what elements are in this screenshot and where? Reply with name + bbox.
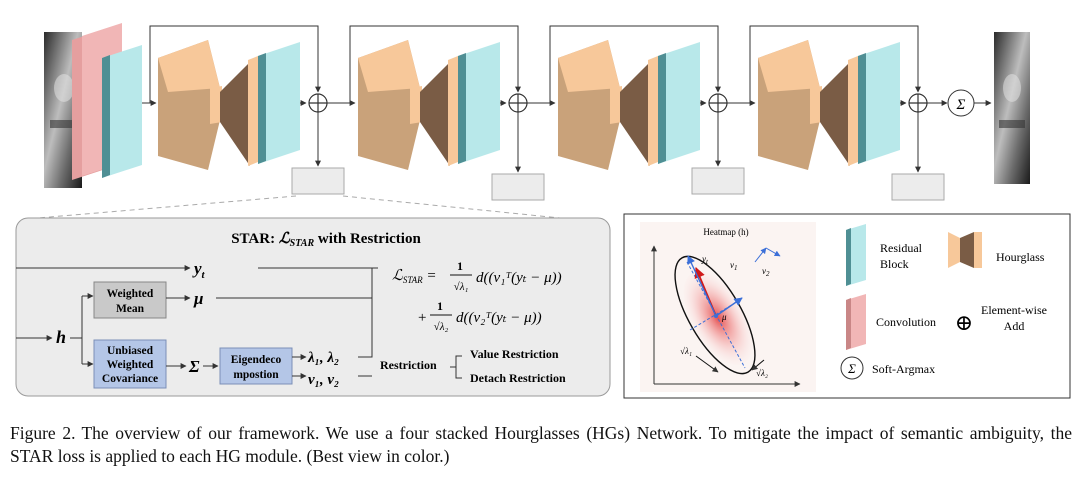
hourglass-top-face (158, 40, 220, 92)
svg-text:√λ₂: √λ₂ (434, 321, 449, 333)
sigma-label: Σ (188, 357, 200, 376)
hourglass-top-face (558, 40, 620, 92)
star-loss-box-1 (291, 167, 345, 195)
svg-text:Residual: Residual (880, 241, 923, 255)
hourglass-decoder (220, 62, 250, 166)
svg-text:⊕: ⊕ (955, 310, 973, 335)
zoom-connector-left (37, 195, 297, 219)
heatmap-lambda2-label: √λ₂ (756, 368, 768, 378)
yt-label: yt (192, 259, 206, 281)
heatmap-v2-label: v2 (762, 266, 770, 278)
hourglass-decoder-face (248, 56, 258, 166)
residual-block (858, 42, 900, 164)
value-restriction-label: Value Restriction (470, 347, 559, 361)
legend-residual-block: Residual Block (846, 224, 923, 286)
hourglass-decoder (420, 62, 450, 166)
svg-text:√λ₁: √λ₁ (454, 281, 469, 293)
hourglass-bottleneck (610, 86, 622, 124)
hourglass-stage-3 (549, 25, 756, 195)
svg-text:+: + (418, 310, 426, 326)
detach-restriction-label: Detach Restriction (470, 371, 566, 385)
star-loss-equation: ℒSTAR = 1 √λ₁ d((v₁ᵀ(yₜ − μ)) + 1 √λ₂ d(… (392, 259, 562, 333)
svg-text:Element-wise: Element-wise (981, 303, 1047, 317)
heatmap-lambda1-label: √λ₁ (680, 346, 692, 356)
unbiased-weighted-covariance-box: Unbiased Weighted Covariance (93, 339, 167, 389)
hourglass-bottleneck (410, 86, 422, 124)
weighted-mean-box: Weighted Mean (93, 281, 167, 319)
hourglass-bottleneck (810, 86, 822, 124)
svg-text:Unbiased: Unbiased (107, 345, 154, 357)
skip-connection (549, 25, 721, 103)
figure-caption-text: The overview of our framework. We use a … (10, 423, 1072, 466)
svg-text:Covariance: Covariance (102, 373, 158, 385)
star-loss-box-4 (891, 173, 945, 201)
eigendecomposition-box: Eigendeco mpostion (219, 347, 293, 385)
residual-block-side (458, 53, 466, 164)
legend-hourglass: Hourglass (948, 232, 1045, 268)
heatmap-legend-panel: Heatmap (h) yt μ v1 v2 √λ₁ √λ₂ Residual … (623, 213, 1071, 399)
figure-label: Figure 2. (10, 423, 76, 443)
framework-diagram: Σ STAR: ℒSTAR with Restriction h Weighte… (15, 23, 1071, 399)
hourglass-top-face (758, 40, 820, 92)
hourglass-stage-2 (349, 25, 556, 201)
residual-block-side (658, 53, 666, 164)
heatmap-input-label: h (56, 327, 66, 347)
skip-connection (149, 25, 321, 103)
hourglass-stage-4 (749, 25, 945, 201)
hourglass-decoder (620, 62, 650, 166)
soft-argmax-node: Σ (927, 89, 992, 117)
svg-text:Block: Block (880, 257, 909, 271)
svg-text:ℒSTAR =: ℒSTAR = (392, 268, 437, 285)
heatmap-distribution (683, 271, 753, 365)
heatmap-mu-label: μ (721, 312, 727, 322)
skip-connection (349, 25, 521, 103)
residual-block-input (102, 45, 142, 178)
svg-text:Hourglass: Hourglass (996, 250, 1045, 264)
heatmap-title: Heatmap (h) (703, 227, 748, 237)
svg-text:d((v₂ᵀ(yₜ − μ)): d((v₂ᵀ(yₜ − μ)) (456, 310, 542, 326)
residual-block (258, 42, 300, 164)
star-panel-title: STAR: ℒSTAR with Restriction (231, 229, 421, 249)
hourglass-bottleneck (210, 86, 222, 124)
figure-caption: Figure 2.The overview of our framework. … (10, 422, 1072, 468)
lambda-label: λ₁, λ₂ (307, 350, 339, 366)
svg-text:Weighted: Weighted (107, 359, 154, 371)
svg-text:Add: Add (1004, 319, 1025, 333)
residual-block-side (858, 53, 866, 164)
residual-block (458, 42, 500, 164)
svg-text:Weighted: Weighted (107, 288, 154, 300)
star-loss-box-3 (691, 167, 745, 195)
restriction-label: Restriction (380, 358, 437, 372)
star-loss-panel: STAR: ℒSTAR with Restriction h Weighted … (15, 217, 611, 397)
svg-text:Eigendeco: Eigendeco (231, 354, 282, 366)
hourglass-decoder-face (848, 56, 858, 166)
hourglass-stage-1 (149, 25, 356, 195)
svg-text:Σ: Σ (847, 361, 856, 376)
output-face-image (994, 32, 1030, 184)
zoom-connector-right (342, 195, 561, 219)
hourglass-decoder-face (448, 56, 458, 166)
heatmap-yt-label: yt (701, 254, 709, 266)
legend-convolution: Convolution (846, 294, 936, 350)
v-label: v₁, v₂ (308, 372, 339, 388)
skip-connection (749, 25, 921, 103)
svg-text:1: 1 (437, 299, 443, 313)
residual-block-side (258, 53, 266, 164)
hourglass-top-face (358, 40, 420, 92)
mu-label: μ (193, 289, 203, 308)
svg-text:Soft-Argmax: Soft-Argmax (872, 362, 935, 376)
star-loss-box-2 (491, 173, 545, 201)
heatmap-v1-label: v1 (730, 260, 738, 272)
hourglass-decoder-face (648, 56, 658, 166)
hourglass-decoder (820, 62, 850, 166)
svg-text:d((v₁ᵀ(yₜ − μ)): d((v₁ᵀ(yₜ − μ)) (476, 270, 562, 286)
legend-elementwise-add: ⊕ Element-wise Add (955, 303, 1047, 335)
svg-text:mpostion: mpostion (233, 369, 279, 381)
residual-block (658, 42, 700, 164)
soft-argmax-symbol: Σ (956, 97, 966, 113)
svg-text:1: 1 (457, 259, 463, 273)
legend-soft-argmax: Σ Soft-Argmax (840, 356, 935, 380)
svg-text:Mean: Mean (116, 303, 145, 315)
svg-text:Convolution: Convolution (876, 315, 936, 329)
